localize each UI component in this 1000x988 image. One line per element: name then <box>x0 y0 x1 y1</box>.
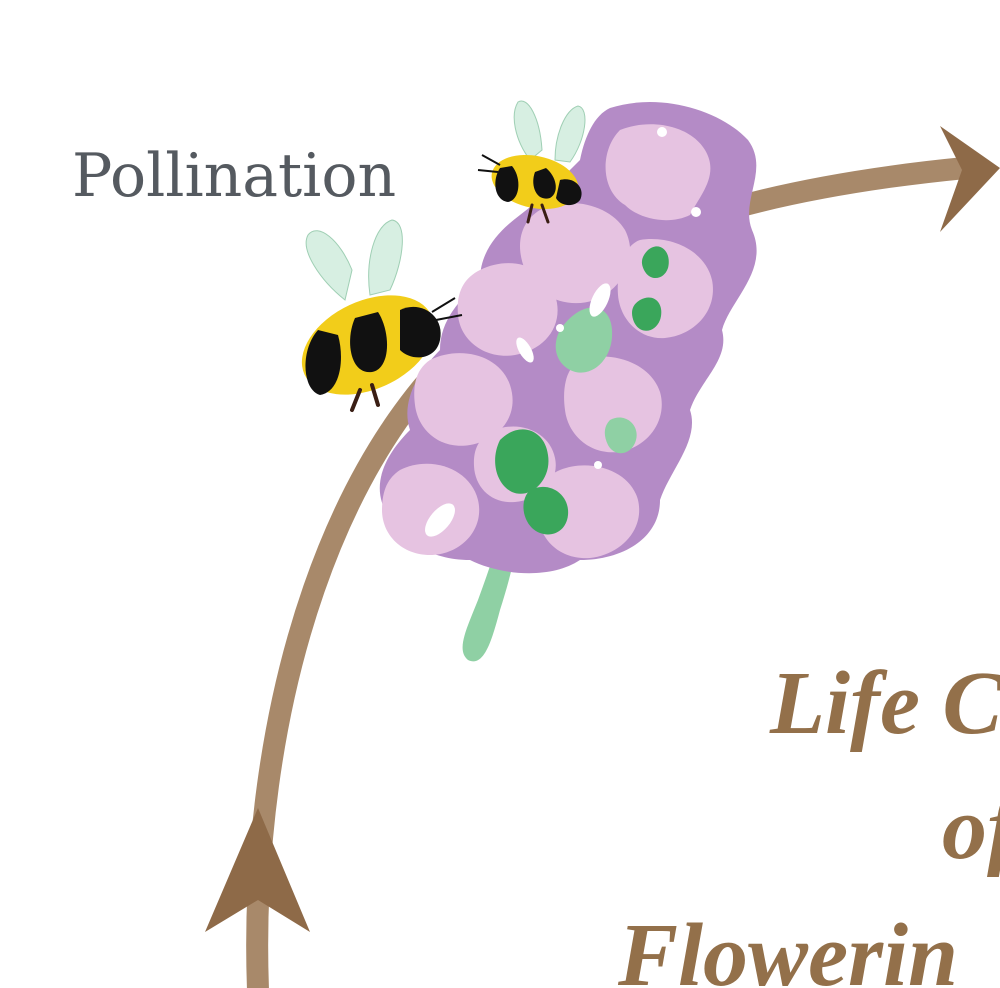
flower-light-blob-6 <box>564 356 662 453</box>
bee-small-head <box>556 179 582 206</box>
flower-highlight-7 <box>594 461 602 469</box>
flower-highlight-4 <box>657 127 667 137</box>
bee-large-legs <box>350 383 380 412</box>
diagram-title-line-2: of <box>942 779 1000 878</box>
flower-light-blob-3 <box>457 263 558 356</box>
leaf-patch-2 <box>495 429 549 494</box>
leaf-patch-5 <box>604 417 637 454</box>
bee-large <box>301 219 463 412</box>
bee-small-antennae <box>477 154 501 173</box>
bee-small-wing-right-icon <box>554 105 586 163</box>
flower-highlight-5 <box>691 207 701 217</box>
bee-small-stripe-1 <box>495 166 519 202</box>
bee-small-legs <box>526 203 550 224</box>
flower-light-blob-7 <box>382 463 480 555</box>
flower-light-blob-5 <box>414 353 513 446</box>
diagram-title-line-1: Life C <box>769 654 1000 753</box>
bee-large-wing-right-icon <box>368 219 403 296</box>
flower-light-blob-8 <box>537 465 640 559</box>
bee-small <box>477 100 586 224</box>
stage-label-pollination: Pollination <box>72 141 396 211</box>
flower-light-blob-2 <box>520 202 631 304</box>
bee-small-wing-left-icon <box>513 100 543 161</box>
flower-cluster <box>379 102 757 662</box>
flower-stem <box>462 420 524 662</box>
leaf-patch-4 <box>632 297 662 331</box>
bee-large-stripe-2 <box>350 312 388 373</box>
flower-light-blob-1 <box>605 124 711 221</box>
flower-highlight-1 <box>589 283 611 317</box>
leaf-patch-3 <box>523 486 569 535</box>
arrow-head-up-icon <box>205 808 310 932</box>
arrow-head-right-icon <box>940 126 1000 232</box>
bee-large-wing-left-icon <box>305 230 353 301</box>
bee-large-stripe-1 <box>305 330 341 395</box>
flower-highlight-2 <box>425 503 455 537</box>
bee-small-stripe-2 <box>533 168 556 199</box>
flower-highlight-3 <box>516 337 534 363</box>
flower-highlight-6 <box>556 324 564 332</box>
bee-large-head <box>400 306 441 358</box>
bee-large-antennae <box>431 297 463 321</box>
leaf-patch-6 <box>641 246 669 279</box>
diagram-title-line-3: Flowerin <box>617 906 958 988</box>
leaf-patch-1 <box>555 307 613 373</box>
